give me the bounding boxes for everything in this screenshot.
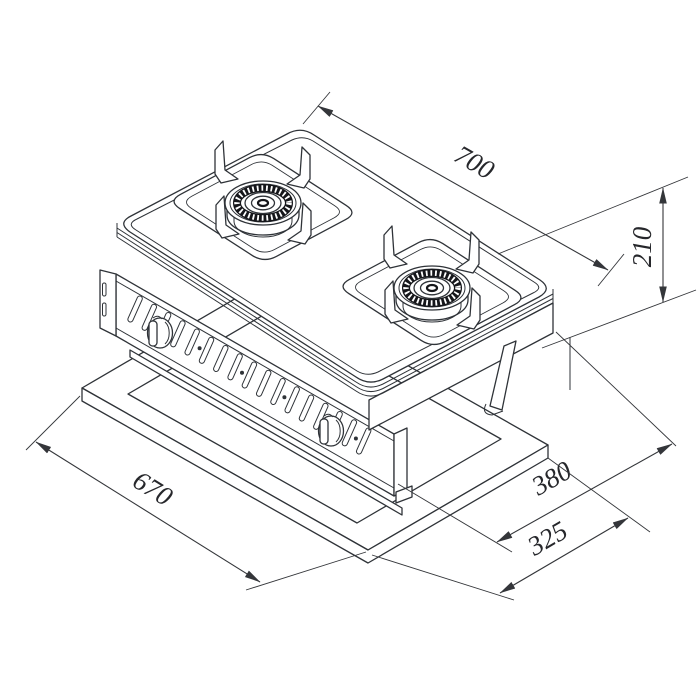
mounting-bracket-foot — [484, 403, 504, 416]
glass-edge-line — [116, 236, 554, 397]
dimension-670-label: 670 — [128, 465, 179, 512]
endcap-slot — [102, 282, 107, 297]
front-panel-top-fold — [115, 280, 395, 442]
screw-dot — [240, 370, 244, 375]
mounting-bracket — [489, 340, 517, 411]
dimension-overall-height: 210 — [497, 176, 697, 349]
screw-dot — [197, 346, 202, 351]
screw-dot — [353, 436, 358, 441]
glass-inner-line — [130, 137, 540, 375]
glass-edge-line — [116, 232, 554, 392]
glass-edge-line — [116, 227, 554, 388]
screw-dot — [282, 395, 287, 400]
front-panel-bottom-fold — [115, 327, 395, 489]
bottom-lip — [129, 349, 403, 516]
dimension-700-label: 700 — [449, 139, 499, 185]
front-panel-left-endcap — [99, 269, 117, 337]
endcap-slot — [102, 302, 107, 317]
dimension-210-label: 210 — [627, 226, 657, 267]
glass-edge-ends — [116, 223, 554, 303]
hob-body — [99, 269, 571, 516]
